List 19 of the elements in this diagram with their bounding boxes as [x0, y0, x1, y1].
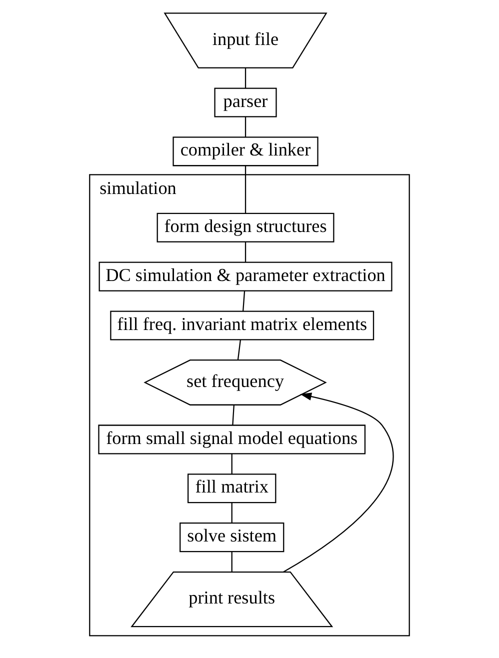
connector [244, 242, 246, 262]
node-box: fill matrix [188, 474, 276, 504]
node-box: parser [214, 88, 277, 118]
node-box: form small signal model equations [98, 424, 366, 454]
connector [237, 340, 242, 360]
node-box: form design structures [156, 212, 334, 242]
node-box: solve sistem [180, 522, 284, 552]
arrow [283, 392, 394, 572]
connector [231, 454, 232, 474]
connector [242, 290, 246, 312]
node-box: DC simulation & parameter extraction [98, 262, 392, 292]
connector [244, 116, 246, 138]
connector [232, 404, 235, 426]
connector [231, 502, 232, 524]
connector [231, 552, 232, 572]
node-box: fill freq. invariant matrix elements [110, 310, 374, 340]
connector [244, 166, 246, 214]
node-box: compiler & linker [172, 136, 318, 166]
connector [244, 68, 246, 88]
